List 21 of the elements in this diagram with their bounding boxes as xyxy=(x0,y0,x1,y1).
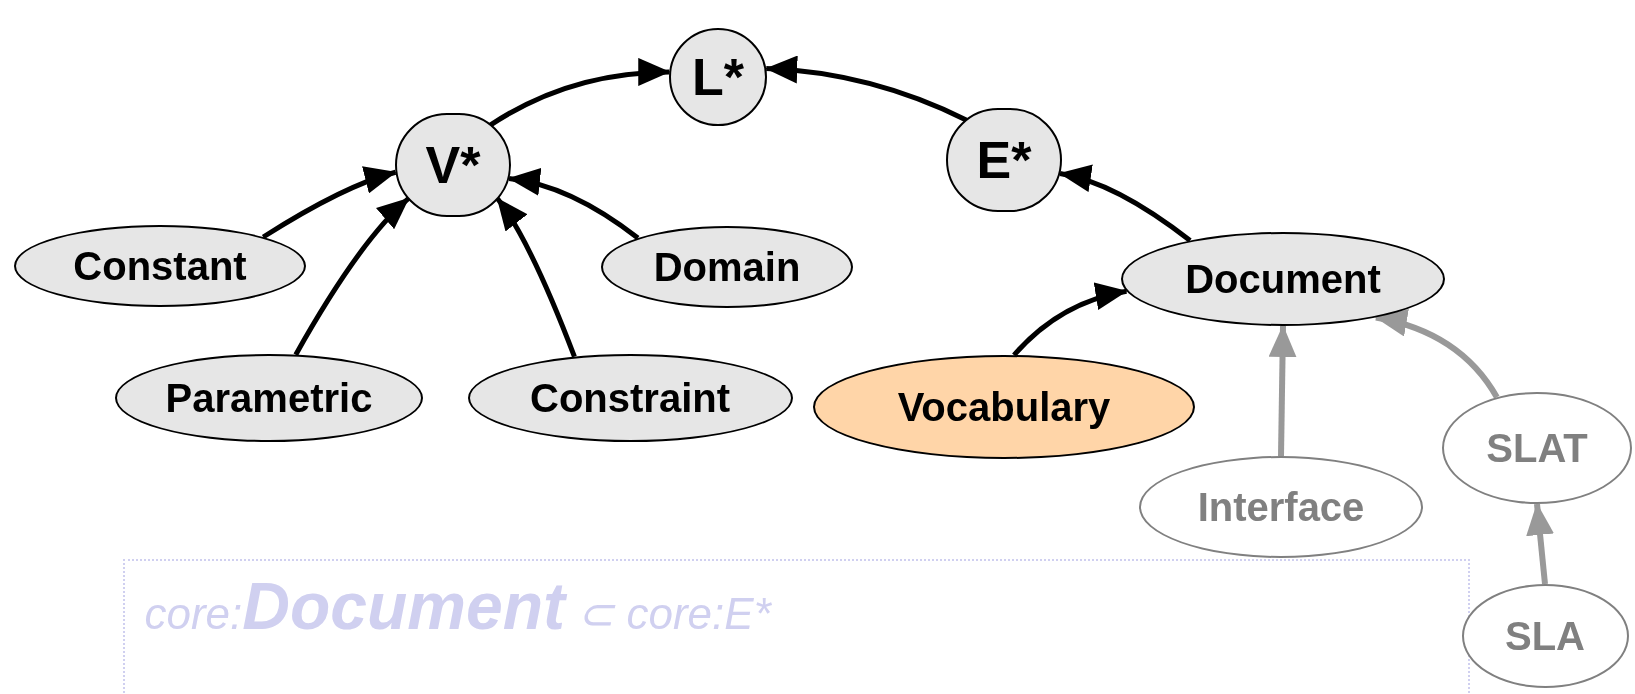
node-label: Domain xyxy=(653,247,801,287)
arrow xyxy=(1059,165,1192,243)
arrow xyxy=(261,167,397,240)
node-label: L* xyxy=(692,51,744,103)
node-label: Constant xyxy=(73,246,247,286)
arrow xyxy=(1526,503,1554,585)
node-label: Interface xyxy=(1197,487,1365,527)
node-label: V* xyxy=(425,139,481,191)
node-label: SLA xyxy=(1505,616,1585,656)
arrow xyxy=(508,168,640,240)
node-label: E* xyxy=(976,134,1032,186)
arrow xyxy=(293,196,411,356)
node-label: SLAT xyxy=(1486,428,1588,468)
arrow xyxy=(1374,309,1500,399)
node-label: Parametric xyxy=(165,378,373,418)
node-label: Vocabulary xyxy=(897,387,1111,427)
arrow xyxy=(1012,283,1128,357)
arrow xyxy=(1268,325,1297,457)
arrow xyxy=(488,58,671,128)
node-label: Document xyxy=(1185,259,1381,299)
node-label: Constraint xyxy=(530,378,730,418)
